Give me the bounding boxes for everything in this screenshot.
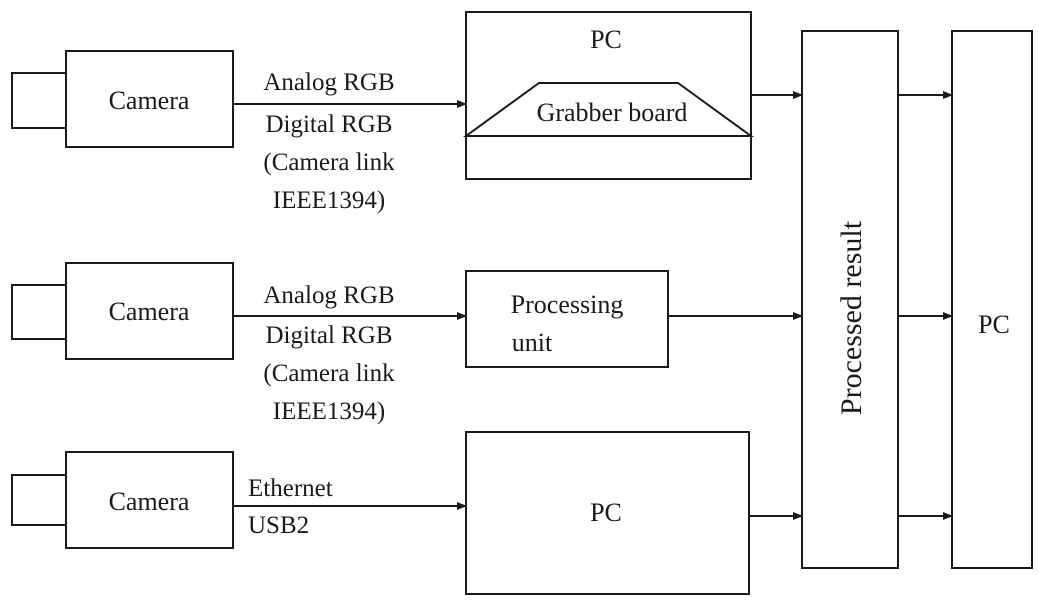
row-3: Camera Ethernet USB2 PC [11, 431, 803, 595]
camera-lens-2 [11, 284, 67, 340]
link-label-2-line4: IEEE1394) [273, 398, 385, 425]
link-label-2-line2: Digital RGB [265, 322, 392, 349]
pc-title-3: PC [590, 498, 622, 527]
pc-box-1 [465, 11, 752, 180]
processing-unit-box [465, 270, 669, 368]
link-label-1-line2: Digital RGB [265, 111, 392, 138]
camera-box-2 [65, 262, 234, 360]
link-label-2-line3: (Camera link [263, 360, 395, 387]
link-label-3-line1: Ethernet [248, 475, 333, 502]
row-2: Camera Analog RGB Digital RGB (Camera li… [11, 262, 803, 425]
pc-title-1: PC [590, 25, 622, 54]
camera-lens-1 [11, 72, 67, 129]
camera-box-1 [65, 50, 234, 148]
output-pc-group: PC [951, 30, 1033, 569]
output-pc-box [951, 30, 1033, 569]
output-pc-label: PC [978, 310, 1010, 339]
camera-label-3: Camera [109, 487, 190, 516]
processed-result-group: Processed result [801, 30, 953, 569]
link-label-3-line2: USB2 [248, 512, 309, 539]
camera-box-3 [65, 451, 234, 549]
grabber-board-label: Grabber board [537, 98, 688, 127]
camera-label-1: Camera [109, 86, 190, 115]
link-label-1-line3: (Camera link [263, 149, 395, 176]
processed-result-label: Processed result [835, 220, 868, 415]
link-label-2-line1: Analog RGB [263, 282, 394, 309]
camera-lens-3 [11, 474, 67, 526]
pc-box-3 [465, 431, 750, 595]
row-1: Camera Analog RGB Digital RGB (Camera li… [11, 11, 803, 214]
processed-result-box [801, 30, 899, 569]
camera-label-2: Camera [109, 297, 190, 326]
link-label-1-line1: Analog RGB [263, 69, 394, 96]
link-label-1-line4: IEEE1394) [273, 187, 385, 214]
processing-unit-line2: unit [512, 328, 553, 357]
grabber-board-shape [462, 82, 755, 137]
processing-unit-line1: Processing [511, 290, 624, 319]
